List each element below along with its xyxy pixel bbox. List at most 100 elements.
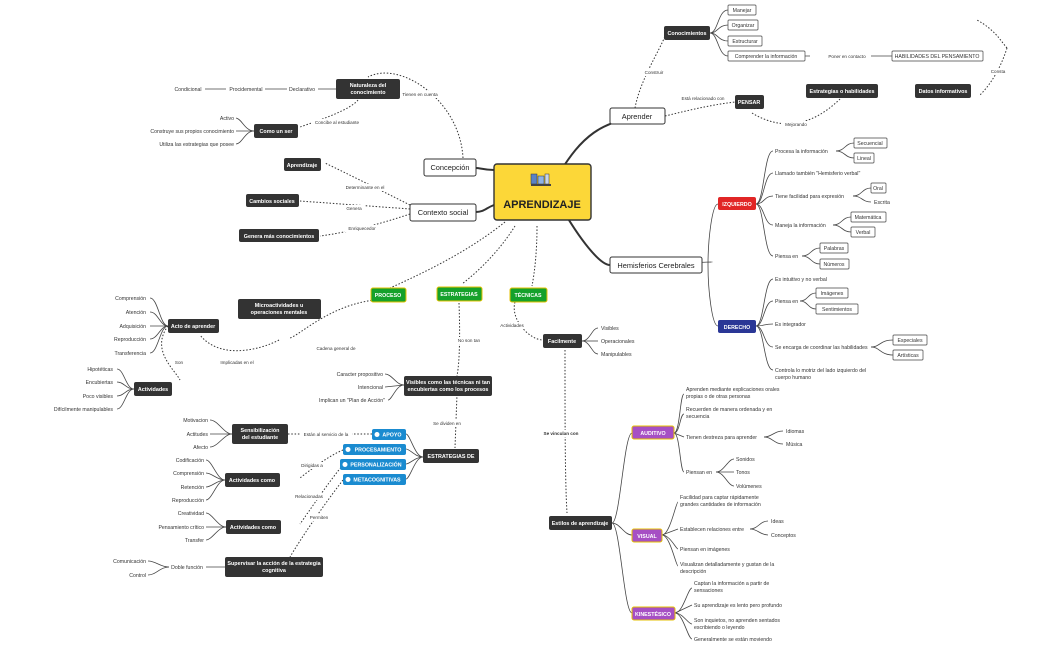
doble-funcion: Doble función <box>171 565 203 571</box>
izq-verbal[interactable]: Verbal <box>850 226 876 238</box>
svg-text:Lineal: Lineal <box>857 156 871 162</box>
act2-label: Actividades como <box>230 525 277 531</box>
vis-stmt-3: Piensan en imágenes <box>680 547 730 553</box>
node-facilmente[interactable]: Facilmente <box>543 334 582 348</box>
node-habilidades[interactable]: HABILIDADES DEL PENSAMIENTO <box>891 50 984 62</box>
node-como-ser[interactable]: Como un ser <box>254 124 298 138</box>
node-datos[interactable]: Datos informativos <box>915 84 971 98</box>
rel-se-dividen: Se dividen en <box>433 421 461 426</box>
node-conocimientos[interactable]: Conocimientos <box>664 26 710 40</box>
izq-secuencial[interactable]: Secuencial <box>853 137 888 149</box>
aud-item-1b: propias o de otras personas <box>686 394 751 400</box>
node-sensibilizacion[interactable]: Sensibilización del estudiante <box>232 424 288 444</box>
naturaleza-item-3: Condicional <box>174 87 201 93</box>
main-node-contexto[interactable]: Contexto social <box>409 203 477 222</box>
sens-item-2: Actitudes <box>187 432 209 438</box>
relationship-lines <box>161 19 1008 558</box>
izq-maneja: Maneja la información <box>775 223 826 229</box>
izq-oral[interactable]: Oral <box>870 182 887 194</box>
datos-label: Datos informativos <box>919 89 968 95</box>
node-personalizacion[interactable]: PERSONALIZACIÓN <box>340 459 406 470</box>
rel-enriquecedor: Enriquecedor <box>348 226 376 231</box>
node-aprendizaje[interactable]: Aprendizaje <box>284 158 321 171</box>
der-sentimientos[interactable]: Sentimientos <box>815 303 859 315</box>
rel-tienen-cuenta: Tienen en cuenta <box>402 92 438 97</box>
svg-text:Palabras: Palabras <box>824 246 845 252</box>
naturaleza-item-1: Declarativo <box>289 87 315 93</box>
aud-item-4: Piensan en <box>686 470 712 476</box>
vis-stmt-4a: Visualizan detalladamente y gustan de la <box>680 562 774 568</box>
kin-item-1b: sensaciones <box>694 588 723 594</box>
rel-relacionadas: Relacionadas <box>295 494 324 499</box>
naturaleza-label-1: Naturaleza del <box>350 83 387 89</box>
kin-item-4: Generalmente se están moviendo <box>694 637 772 643</box>
act-item-1: Hipotéticas <box>87 367 113 373</box>
center-node[interactable]: APRENDIZAJE <box>493 163 592 221</box>
apoyo-label: APOYO <box>382 433 401 439</box>
node-apoyo[interactable]: APOYO <box>372 429 406 440</box>
main-node-hemisferios[interactable]: Hemisferios Cerebrales <box>609 256 703 274</box>
svg-text:Estructurar: Estructurar <box>732 39 758 45</box>
node-metacognitivas[interactable]: METACOGNITIVAS <box>343 474 406 485</box>
node-tecnicas[interactable]: TÉCNICAS <box>509 287 548 303</box>
rel-permiten: Permiten <box>310 515 329 520</box>
con-item-manejar[interactable]: Manejar <box>727 4 757 16</box>
der-imagenes[interactable]: Imágenes <box>815 287 849 299</box>
acto-item-3: Adquisición <box>119 324 146 330</box>
main-node-concepcion[interactable]: Concepción <box>423 158 477 177</box>
como-ser-item-2: Construye sus propios conocimiento <box>150 129 234 135</box>
con-item-organizar[interactable]: Organizar <box>727 19 759 31</box>
node-auditivo[interactable]: AUDITIVO <box>631 425 675 440</box>
izq-expresion: Tiene facilidad para expresión <box>775 194 844 200</box>
main-node-aprender[interactable]: Aprender <box>609 107 666 125</box>
act-item-2: Encubiertas <box>86 380 114 386</box>
node-derecho[interactable]: DERECHO <box>718 320 756 333</box>
node-pensar[interactable]: PENSAR <box>735 95 764 109</box>
izq-piensa: Piensa en <box>775 254 798 260</box>
node-estrategias-hab[interactable]: Estrategias o habilidades <box>806 84 878 98</box>
node-actividades[interactable]: Actividades <box>134 382 172 396</box>
node-naturaleza[interactable]: Naturaleza del conocimiento <box>336 79 400 99</box>
svg-text:Artísticas: Artísticas <box>897 353 919 359</box>
node-supervisar[interactable]: Supervisar la acción de la estrategia co… <box>225 557 323 577</box>
node-izquierdo[interactable]: IZQUIERDO <box>718 197 756 210</box>
node-micro[interactable]: Microactividades u operaciones mentales <box>238 299 321 319</box>
supervisar-label-1: Supervisar la acción de la estrategia <box>227 561 321 567</box>
izq-lineal[interactable]: Lineal <box>853 152 875 164</box>
rel-dirigidas: Dirigidas a <box>301 463 323 468</box>
node-cambios-sociales[interactable]: Cambios sociales <box>246 194 299 207</box>
node-act-como-2[interactable]: Actividades como <box>226 520 281 534</box>
aud-item-3: Tienen destreza para aprender <box>686 435 757 441</box>
fac-item-2: Operacionales <box>601 339 635 345</box>
izq-palabras[interactable]: Palabras <box>819 242 849 254</box>
node-act-como-1[interactable]: Actividades como <box>225 473 280 487</box>
der-especiales[interactable]: Especiales <box>892 334 928 346</box>
svg-text:HABILIDADES DEL PENSAMIENTO: HABILIDADES DEL PENSAMIENTO <box>895 54 980 60</box>
node-genera-conocimientos[interactable]: Genera más conocimientos <box>239 229 319 242</box>
izq-matematica[interactable]: Matemática <box>850 211 887 223</box>
act1-item-4: Reproducción <box>172 498 204 504</box>
node-visual[interactable]: VISUAL <box>631 528 663 543</box>
aprender-label: Aprender <box>622 112 653 121</box>
aud-piensan-1: Sonidos <box>736 457 755 463</box>
con-item-comprender[interactable]: Comprender la información <box>727 50 806 62</box>
fac-item-3: Manipulables <box>601 352 632 358</box>
estrategias-hab-label: Estrategias o habilidades <box>809 89 874 95</box>
node-procesamiento[interactable]: PROCESAMIENTO <box>343 444 406 455</box>
node-estilos[interactable]: Estilos de aprendizaje <box>549 516 612 530</box>
sens-label-1: Sensibilización <box>241 428 280 434</box>
node-visibles[interactable]: Visibles como las técnicas ni tan encubi… <box>404 376 492 396</box>
der-artisticas[interactable]: Artísticas <box>892 349 924 361</box>
aud-item-2a: Recuerden de manera ordenada y en <box>686 407 772 413</box>
node-estrategias[interactable]: ESTRATEGIAS <box>436 286 483 302</box>
act2-item-2: Pensamiento crítico <box>158 525 204 531</box>
node-kinestesico[interactable]: KINESTÉSICO <box>631 606 676 621</box>
svg-text:Oral: Oral <box>873 186 883 192</box>
con-item-estructurar[interactable]: Estructurar <box>727 35 763 47</box>
node-acto[interactable]: Acto de aprender <box>168 319 219 333</box>
rel-cadena: Cadena general de <box>316 346 356 351</box>
izq-numeros[interactable]: Números <box>819 258 850 270</box>
node-proceso[interactable]: PROCESO <box>370 287 407 303</box>
node-estrategias-de[interactable]: ESTRATEGIAS DE <box>423 449 479 463</box>
